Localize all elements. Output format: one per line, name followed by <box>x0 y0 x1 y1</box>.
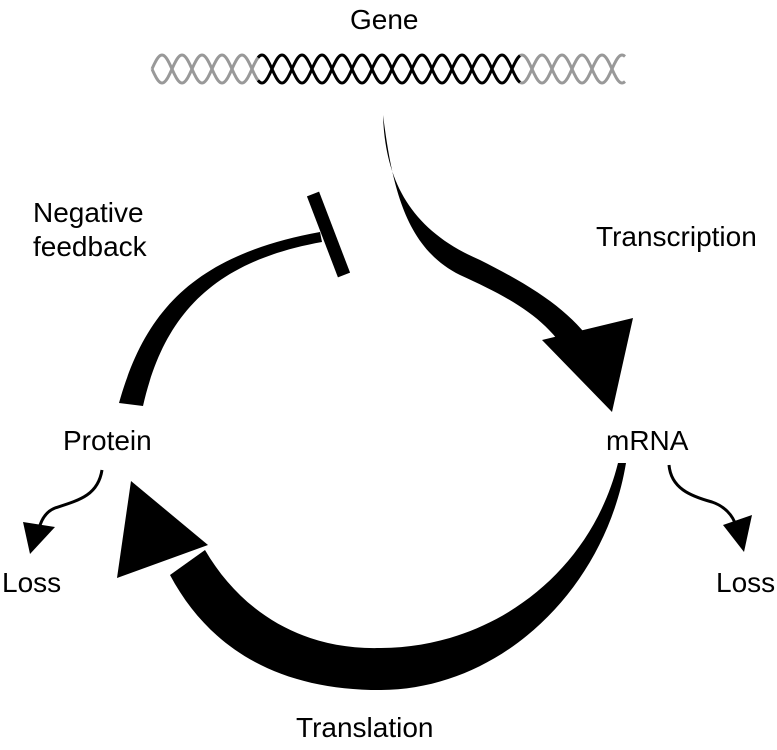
negative-feedback-label: Negative feedback <box>33 196 147 263</box>
helix-strand-2 <box>514 53 626 85</box>
helix-strand-1 <box>150 53 263 85</box>
gene-label: Gene <box>350 4 419 35</box>
helix-strand-1 <box>514 53 626 85</box>
mrna-label: mRNA <box>606 425 689 456</box>
mrna-loss-arrowhead <box>723 515 752 552</box>
helix-strand-2 <box>150 53 263 85</box>
transcription-arrow <box>383 115 597 363</box>
helix-strand-2 <box>256 53 521 85</box>
negative-feedback-arc <box>119 232 322 406</box>
transcription-label: Transcription <box>596 221 757 252</box>
mrna-loss-label: Loss <box>716 567 776 598</box>
protein-loss-label: Loss <box>2 567 62 598</box>
translation-arrow <box>170 463 626 690</box>
helix-core-strands <box>256 53 521 85</box>
helix-strand-1 <box>256 53 521 85</box>
protein-label: Protein <box>63 425 152 456</box>
translation-label: Translation <box>296 712 434 743</box>
translation-arrowhead <box>117 481 208 578</box>
negative-feedback-label-line2: feedback <box>33 230 147 262</box>
inhibition-bar <box>306 191 351 278</box>
mrna-loss-arrow <box>667 464 738 527</box>
negative-feedback-label-line1: Negative <box>33 197 144 228</box>
helix-flank-strands <box>150 53 626 85</box>
protein-loss-arrow <box>36 469 104 534</box>
transcription-arrowhead <box>542 318 633 412</box>
protein-loss-arrowhead <box>23 522 55 554</box>
gene-helix-icon <box>150 53 626 85</box>
